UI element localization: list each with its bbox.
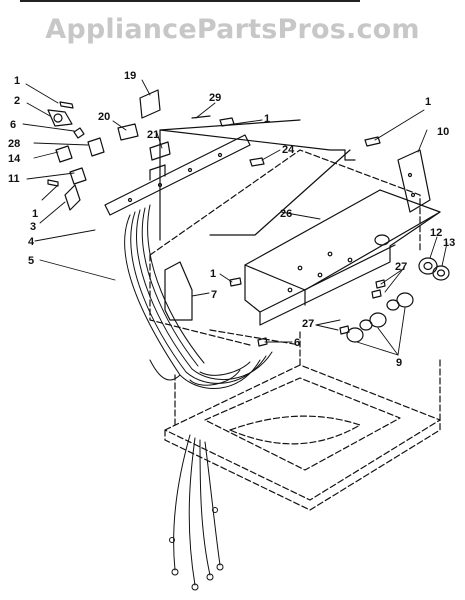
callout-11: 11 xyxy=(8,173,20,185)
callout-10: 10 xyxy=(437,126,449,138)
callout-13: 13 xyxy=(443,237,455,249)
callout-6: 6 xyxy=(294,337,300,349)
console-panel xyxy=(244,189,441,326)
callout-labels: 1 2 6 28 14 11 1 3 4 5 19 20 21 29 1 24 … xyxy=(8,70,455,369)
cabinet-top xyxy=(164,329,441,511)
leader-lines xyxy=(22,79,448,356)
lower-wiring xyxy=(169,434,224,591)
small-parts-top xyxy=(117,89,381,167)
small-knobs xyxy=(346,292,414,343)
fasteners xyxy=(229,277,386,347)
callout-19: 19 xyxy=(124,70,136,82)
wiring-harness xyxy=(124,204,273,389)
knobs xyxy=(418,257,450,281)
cropped-header-line xyxy=(20,0,360,6)
callout-26: 26 xyxy=(280,208,292,220)
end-cap-right xyxy=(397,149,431,213)
callout-2: 2 xyxy=(14,95,20,107)
callout-1: 1 xyxy=(210,268,216,280)
callout-6: 6 xyxy=(10,119,16,131)
callout-12: 12 xyxy=(430,227,442,239)
mounting-bracket xyxy=(104,134,251,216)
watermark: AppliancePartsPros.com xyxy=(45,14,420,45)
callout-9: 9 xyxy=(396,357,402,369)
callout-4: 4 xyxy=(28,236,35,248)
callout-1: 1 xyxy=(425,96,431,108)
callout-24: 24 xyxy=(282,144,295,156)
callout-29: 29 xyxy=(209,92,221,104)
small-parts-left xyxy=(47,101,105,211)
callout-27: 27 xyxy=(302,318,314,330)
callout-1: 1 xyxy=(32,208,38,220)
end-cap xyxy=(164,261,193,321)
callout-7: 7 xyxy=(211,289,217,301)
callout-27: 27 xyxy=(395,261,407,273)
callout-1: 1 xyxy=(14,75,20,87)
callout-3: 3 xyxy=(30,221,36,233)
callout-1: 1 xyxy=(264,113,270,125)
callout-5: 5 xyxy=(28,255,34,267)
callout-28: 28 xyxy=(8,138,20,150)
callout-21: 21 xyxy=(147,129,159,141)
callout-20: 20 xyxy=(98,111,110,123)
callout-14: 14 xyxy=(8,153,21,165)
